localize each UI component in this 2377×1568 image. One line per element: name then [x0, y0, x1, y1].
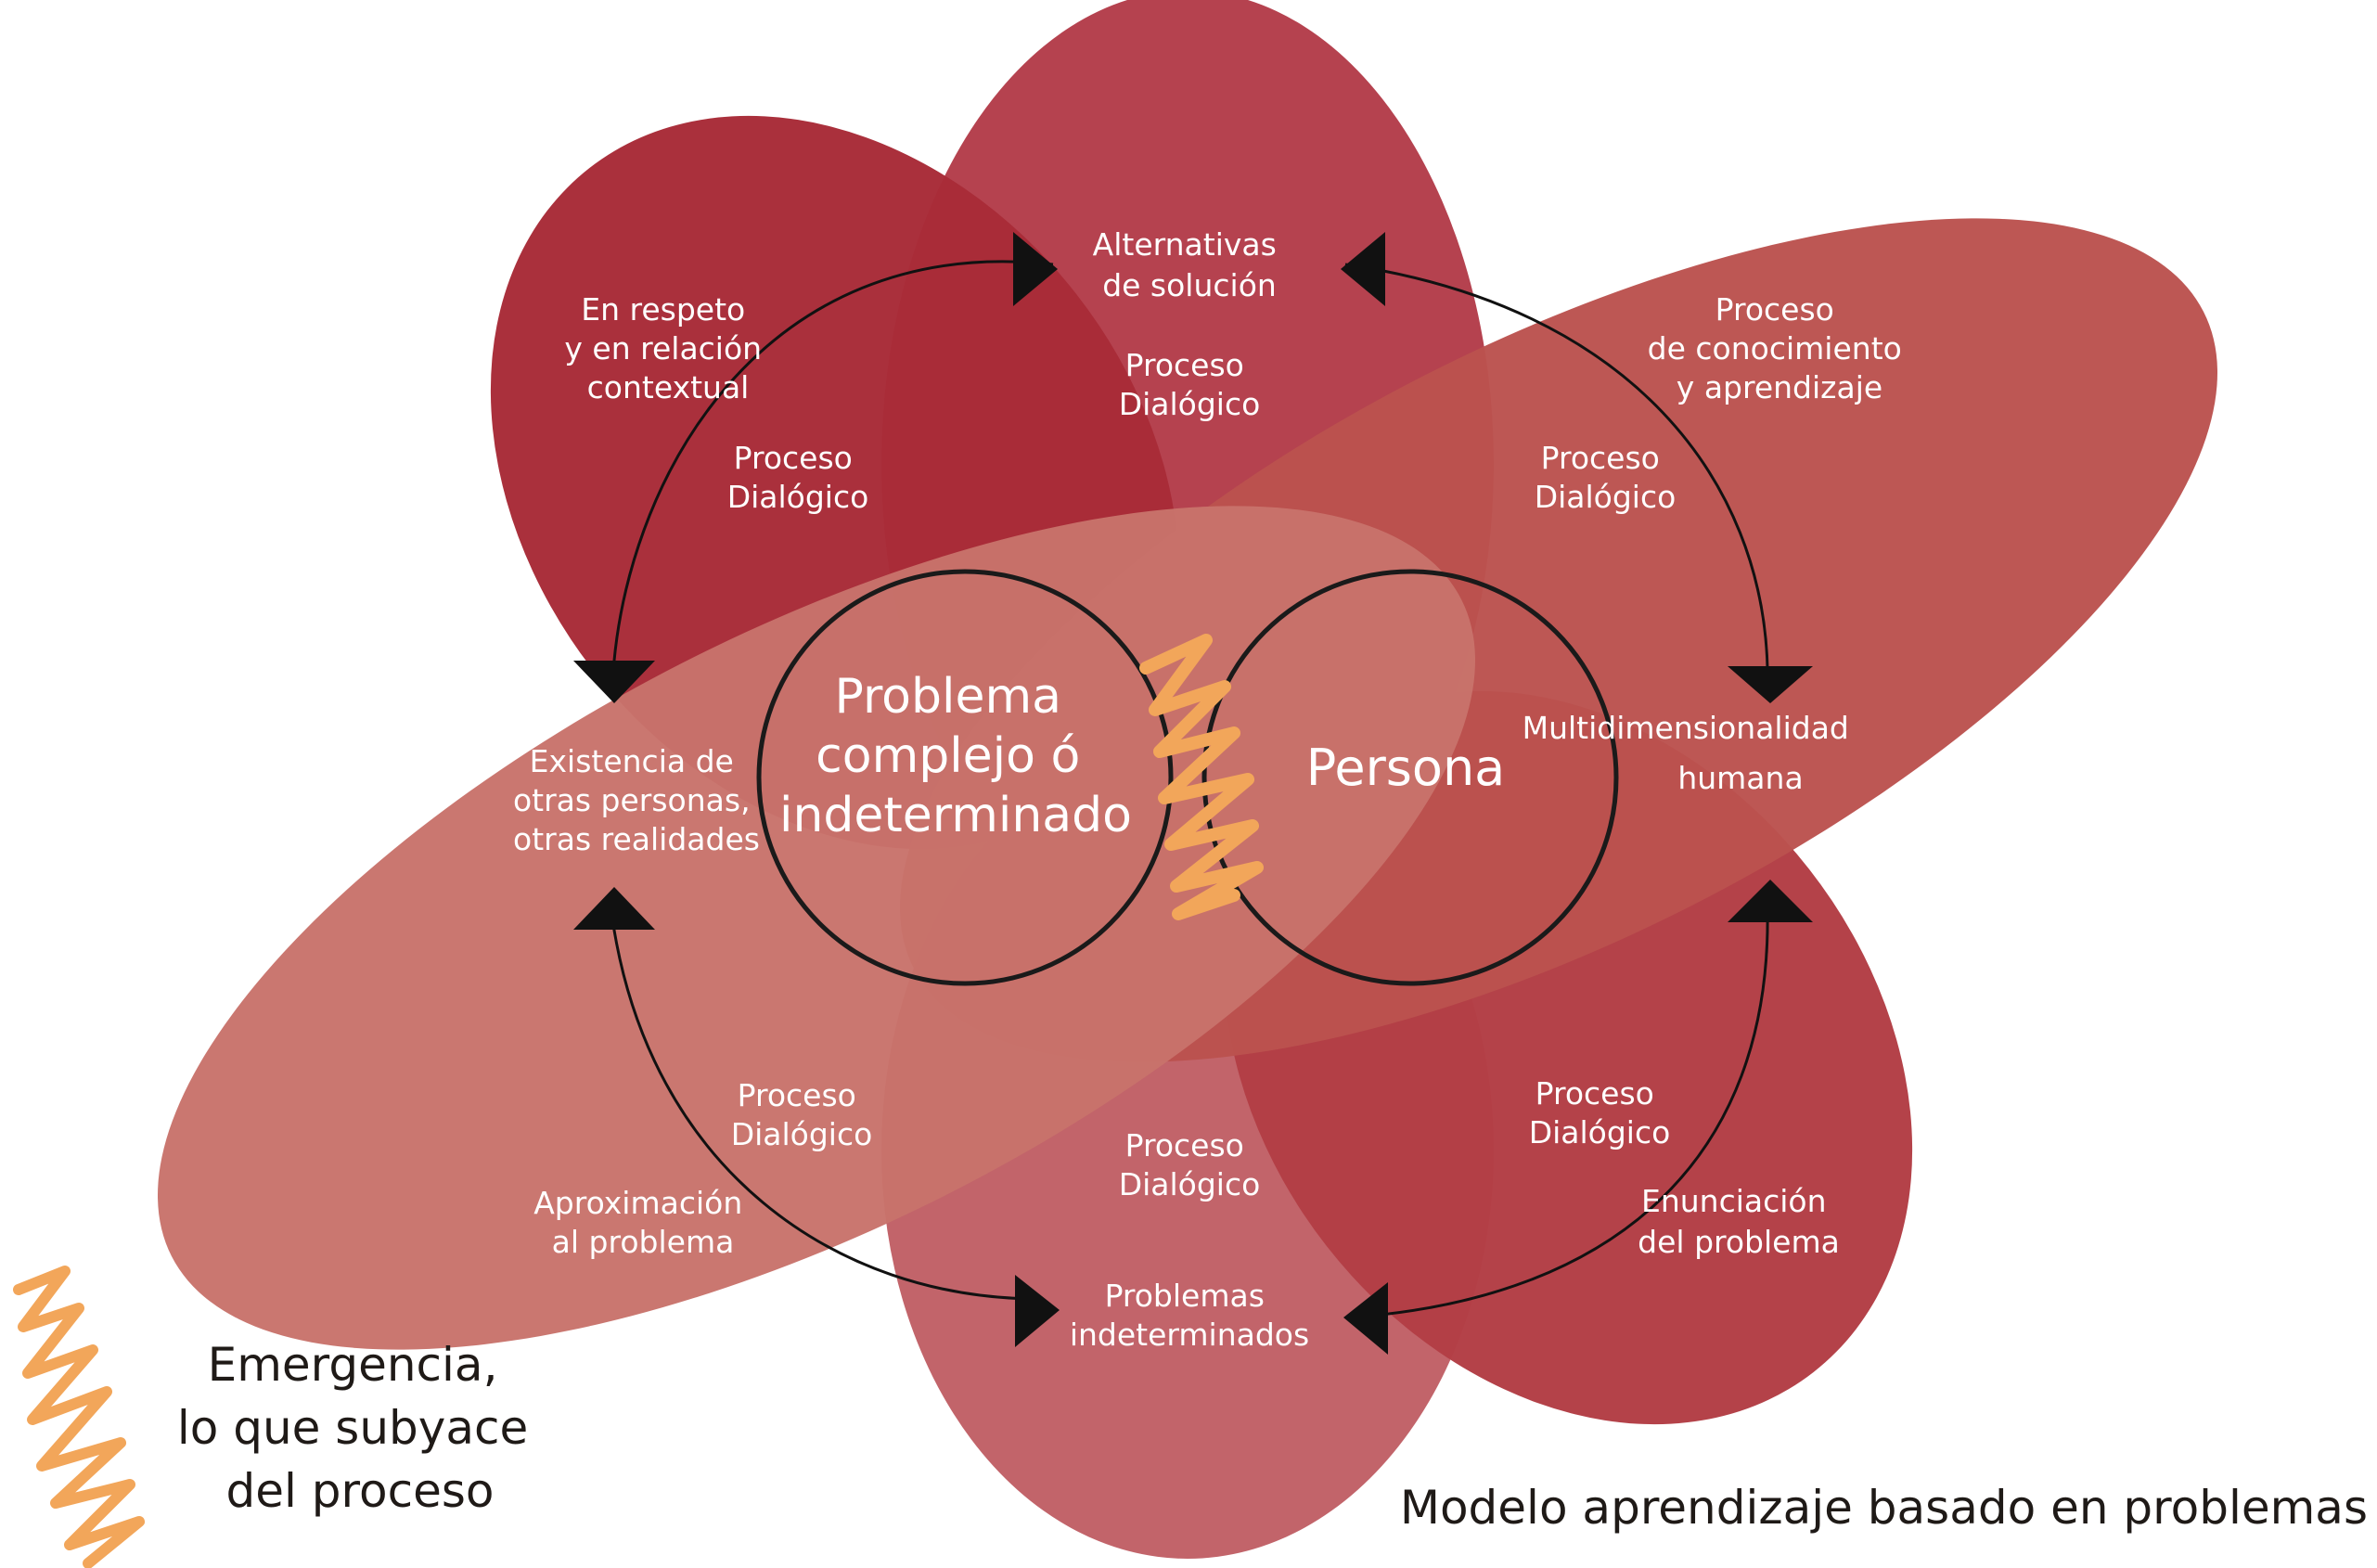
petal-left-process: Proceso Dialógico	[731, 1077, 873, 1152]
arrow-head-top-right	[1341, 232, 1385, 306]
arrow-head-bottom-right	[1343, 1282, 1388, 1355]
petal-lower-right-process: Proceso Dialógico	[1529, 1075, 1671, 1150]
petal-lower-left-title: Aproximación al problema	[533, 1185, 752, 1260]
arrow-head-left-up	[573, 887, 655, 930]
arc-lower-left	[610, 918, 1040, 1301]
persona-label: Persona	[1306, 739, 1506, 797]
petal-upper-left-process: Proceso Dialógico	[727, 440, 869, 515]
legend-label: Emergencia, lo que subyace del proceso	[177, 1338, 543, 1518]
problem-label: Problema complejo ó indeterminado	[779, 669, 1132, 843]
arrow-head-left-down	[573, 661, 655, 703]
arc-upper-left	[610, 260, 1054, 688]
petal-upper-right-process: Proceso Dialógico	[1535, 440, 1677, 515]
petal-bottom-process: Proceso Dialógico	[1119, 1127, 1261, 1202]
diagram-caption: Modelo aprendizaje basado en problemas	[1400, 1481, 2368, 1535]
person-circle	[1201, 569, 1619, 986]
arc-lower-right	[1349, 908, 1769, 1319]
problem-circle	[756, 569, 1174, 986]
arc-upper-right	[1344, 263, 1769, 669]
arrow-head-right-up	[1728, 880, 1813, 922]
legend-scribble-icon	[13, 1266, 145, 1568]
petal-left	[157, 506, 1476, 1350]
arrow-head-right-down	[1728, 666, 1813, 703]
petal-top-title: Alternativas de solución	[1093, 226, 1287, 303]
emergence-scribble-icon	[1139, 634, 1264, 920]
arrow-head-bottom-left	[1015, 1275, 1060, 1347]
petal-left-title: Existencia de otras personas, otras real…	[513, 743, 760, 857]
petal-upper-right-title: Proceso de conocimiento y aprendizaje	[1648, 291, 1912, 405]
petal-lower-right-title: Enunciación del problema	[1638, 1183, 1840, 1260]
arrow-head-top-left	[1013, 232, 1058, 306]
petal-bottom-title: Problemas indeterminados	[1070, 1278, 1309, 1353]
petal-right-title: Multidimensionalidad humana	[1523, 710, 1859, 796]
petal-top-process: Proceso Dialógico	[1119, 347, 1261, 422]
petal-upper-left-title: En respeto y en relación contextual	[564, 291, 771, 405]
